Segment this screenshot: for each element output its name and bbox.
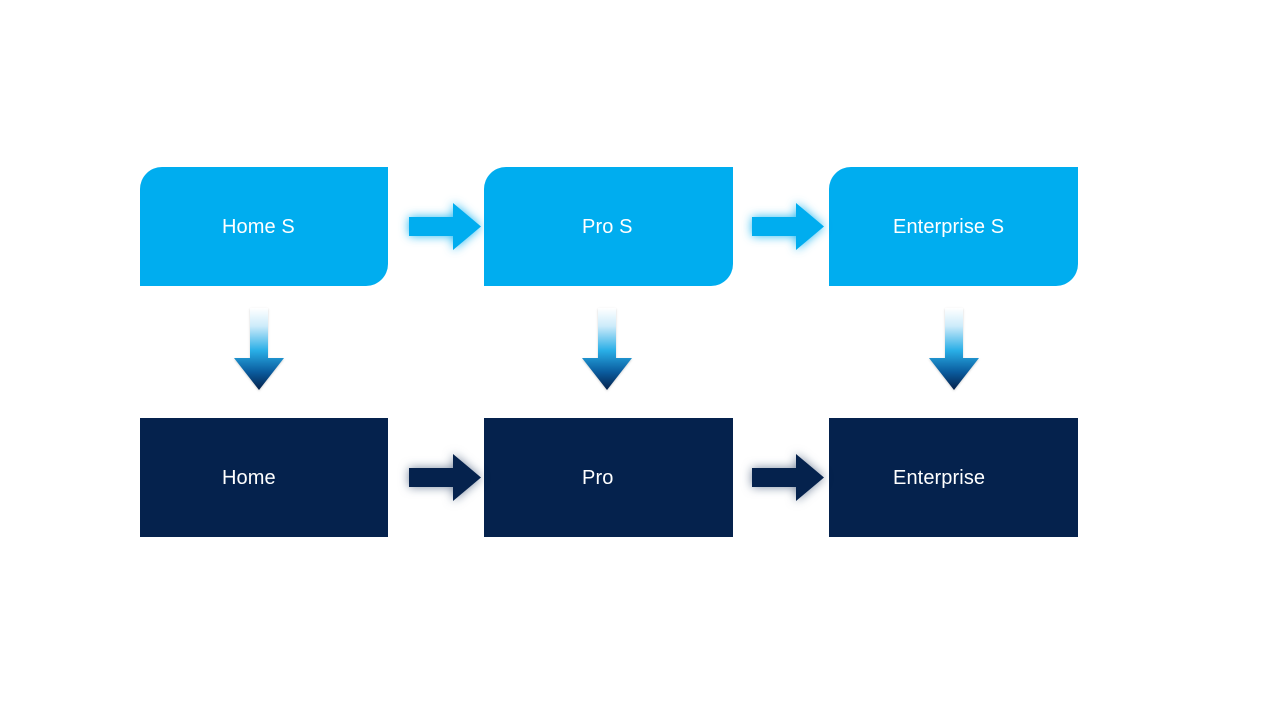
node-label-pro: Pro: [582, 466, 614, 489]
node-pro[interactable]: Pro: [484, 418, 733, 537]
node-enterprise-s[interactable]: Enterprise S: [829, 167, 1078, 286]
arrow-down-home-s-to-home: [234, 308, 284, 390]
arrow-right-home-s-to-pro-s: [409, 203, 481, 250]
node-label-enterprise: Enterprise: [893, 466, 986, 489]
node-label-home-s: Home S: [222, 215, 295, 238]
node-label-home: Home: [222, 466, 276, 489]
node-label-pro-s: Pro S: [582, 215, 633, 238]
node-label-enterprise-s: Enterprise S: [893, 215, 1005, 238]
arrow-down-pro-s-to-pro: [582, 308, 632, 390]
node-pro-s[interactable]: Pro S: [484, 167, 733, 286]
arrow-right-home-to-pro: [409, 454, 481, 501]
arrow-right-pro-s-to-enterprise-s: [752, 203, 824, 250]
node-home-s[interactable]: Home S: [140, 167, 388, 286]
node-home[interactable]: Home: [140, 418, 388, 537]
arrow-right-pro-to-enterprise: [752, 454, 824, 501]
node-enterprise[interactable]: Enterprise: [829, 418, 1078, 537]
arrow-down-enterprise-s-to-enterprise: [929, 308, 979, 390]
